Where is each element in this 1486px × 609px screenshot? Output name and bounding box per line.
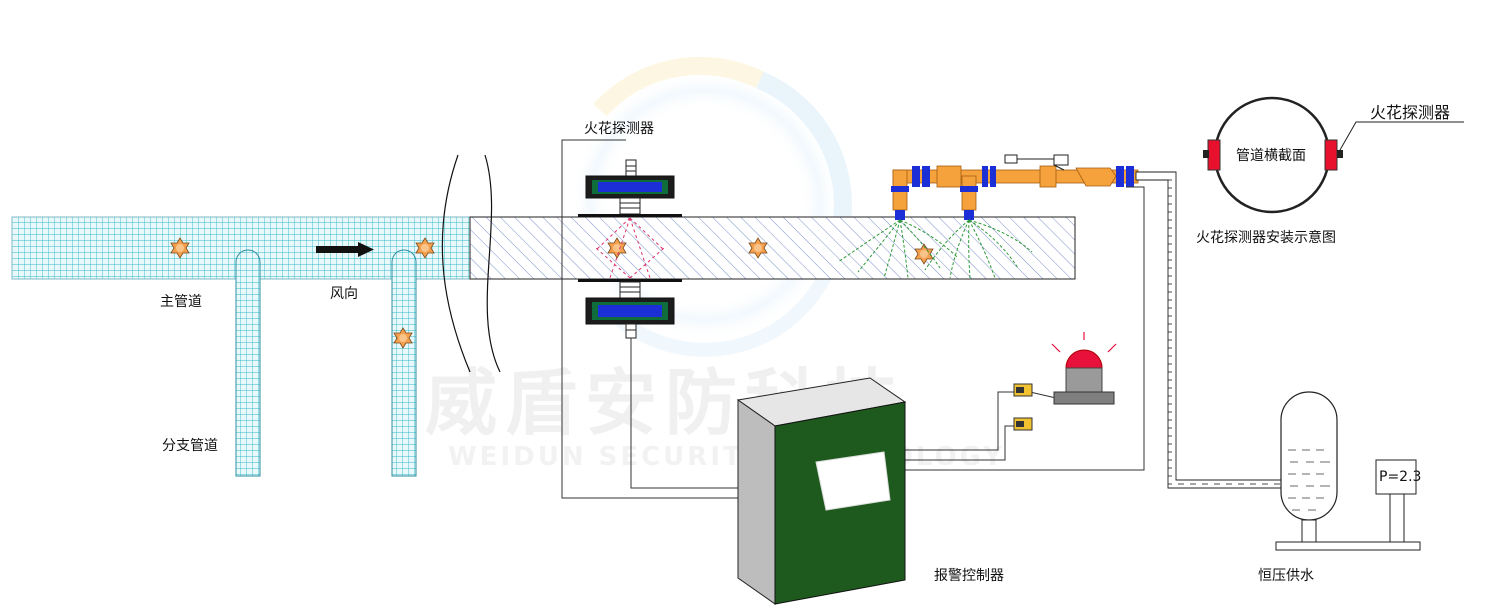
main-pipe-label: 主管道	[160, 294, 202, 310]
detection-beams	[595, 217, 665, 279]
water-supply-pipe	[1135, 171, 1285, 489]
pressure-water-tank	[1275, 391, 1421, 551]
spark-icon	[748, 237, 768, 259]
constant-pressure-water-label: 恒压供水	[1258, 568, 1314, 584]
spark-detector-label-top: 火花探测器	[584, 121, 654, 137]
branch-pipe-label: 分支管道	[162, 438, 218, 454]
controller-display-screen	[815, 451, 891, 511]
spark-icon	[914, 243, 934, 265]
spark-icon	[170, 237, 190, 259]
wind-direction-label: 风向	[330, 286, 358, 302]
alarm-siren-icon	[1051, 332, 1117, 405]
branch-pipe-2	[391, 249, 417, 477]
water-spray	[837, 219, 1033, 279]
relay-module-icon	[1013, 383, 1033, 397]
pipe-cross-section	[1203, 96, 1464, 214]
watermark-en: WEIDUN SECURITY TECHNOLOGY	[448, 442, 1005, 472]
pipe-cross-section-label: 管道横截面	[1236, 148, 1306, 164]
pipe-break-line-left	[441, 154, 471, 373]
pressure-gauge: P=2.3	[1375, 459, 1421, 495]
spark-icon	[415, 237, 435, 259]
branch-pipes	[235, 249, 417, 477]
sparks	[170, 237, 934, 349]
wind-direction-arrow-icon	[316, 242, 374, 257]
spark-detector-label-right: 火花探测器	[1370, 103, 1450, 122]
alarm-controller-label: 报警控制器	[934, 568, 1004, 584]
spark-detector-top	[578, 159, 682, 217]
spark-detector-bottom	[578, 279, 682, 339]
cross-section-detector-right	[1324, 139, 1338, 171]
pipe-break-line-right	[484, 154, 501, 373]
cross-section-detector-left	[1207, 139, 1221, 171]
water-spray-nozzle-manifold	[891, 154, 1139, 220]
branch-pipe-1	[235, 249, 261, 477]
pressure-reading: P=2.3	[1379, 469, 1421, 485]
signal-wiring	[561, 139, 1145, 499]
alarm-controller	[736, 377, 907, 605]
main-pipe	[11, 154, 1076, 373]
relay-module-icon	[1013, 417, 1033, 431]
install-diagram-title: 火花探测器安装示意图	[1196, 229, 1336, 246]
spark-icon	[393, 327, 413, 349]
main-pipe-hatched-section	[469, 216, 1076, 280]
